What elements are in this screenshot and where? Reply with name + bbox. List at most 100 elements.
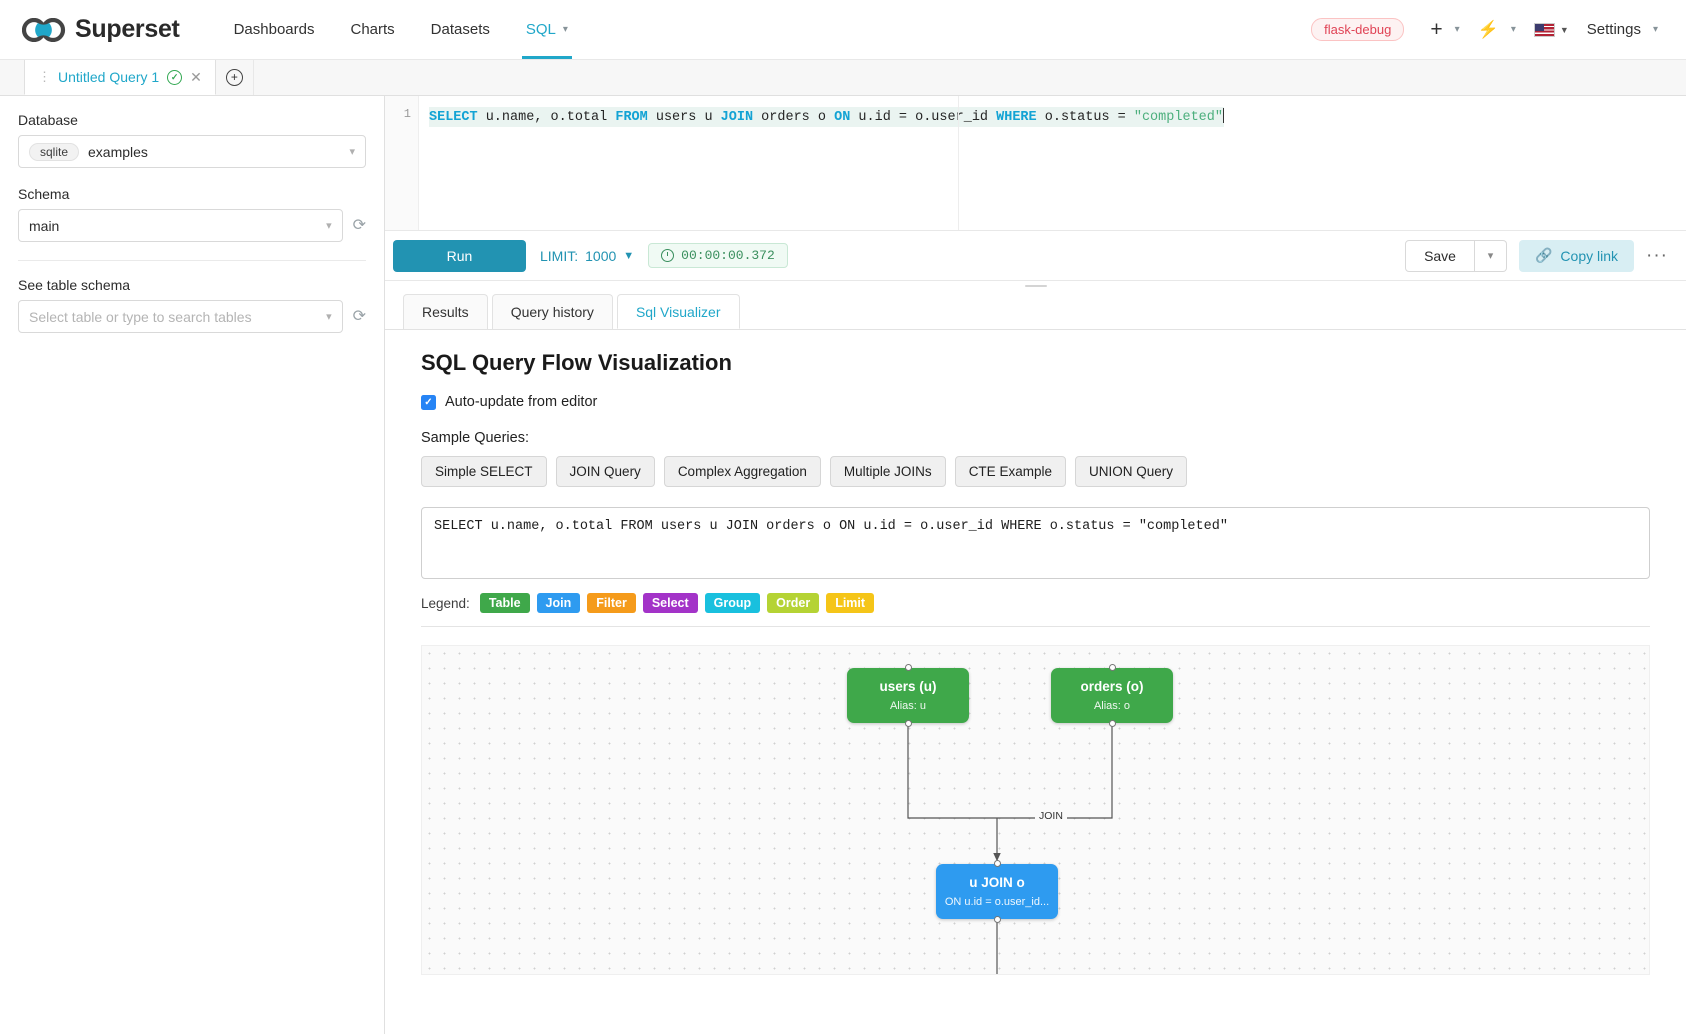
- sample-query-buttons: Simple SELECT JOIN Query Complex Aggregati…: [421, 456, 1650, 487]
- table-search-input[interactable]: Select table or type to search tables ▾: [18, 300, 343, 333]
- node-handle-top[interactable]: [1108, 664, 1116, 671]
- nav-link-sql[interactable]: SQL ▾: [508, 0, 586, 59]
- code-token: JOIN: [720, 110, 754, 125]
- add-query-tab-button[interactable]: +: [215, 59, 254, 95]
- query-timer-badge: 00:00:00.372: [648, 243, 788, 268]
- run-button[interactable]: Run: [393, 239, 526, 272]
- sample-query-button-1[interactable]: JOIN Query: [555, 456, 655, 487]
- chevron-down-icon: ▾: [326, 220, 332, 232]
- editor-gutter: 1: [385, 96, 419, 230]
- legend-chip-group: Group: [704, 593, 761, 613]
- node-handle-top[interactable]: [993, 860, 1001, 867]
- schema-select[interactable]: main ▾: [18, 209, 343, 242]
- text-cursor: [1222, 108, 1224, 123]
- sample-query-button-3[interactable]: Multiple JOINs: [829, 456, 946, 487]
- nav-label: Dashboards: [233, 21, 315, 38]
- refresh-tables-icon[interactable]: ⟳: [352, 307, 366, 325]
- table-search-placeholder: Select table or type to search tables: [29, 308, 252, 325]
- right-panel: 1 SELECT u.name, o.total FROM users u JO…: [385, 96, 1686, 1034]
- chevron-down-icon: ▼: [1559, 24, 1569, 35]
- sample-query-button-2[interactable]: Complex Aggregation: [663, 456, 821, 487]
- panel-divider: [18, 260, 366, 261]
- node-handle-bottom[interactable]: [904, 720, 912, 727]
- sql-visualizer-panel: SQL Query Flow Visualization ✓ Auto-upda…: [385, 330, 1686, 1034]
- timer-value: 00:00:00.372: [681, 248, 775, 263]
- node-handle-bottom[interactable]: [993, 916, 1001, 923]
- copy-link-button[interactable]: 🔗 Copy link: [1518, 239, 1635, 272]
- body-split: Database sqlite examples ▾ Schema main ▾…: [0, 96, 1686, 1034]
- table-schema-label: See table schema: [18, 277, 131, 293]
- node-handle-bottom[interactable]: [1108, 720, 1116, 727]
- database-engine-pill: sqlite: [29, 142, 80, 161]
- auto-update-checkbox[interactable]: ✓: [421, 394, 436, 410]
- schema-select-row: main ▾ ⟳: [18, 209, 366, 242]
- result-tab-bar: Results Query history Sql Visualizer: [385, 290, 1686, 330]
- navbar-right-group: flask-debug + ▾ ⚡ ▾ ▼ Settings ▾: [1311, 15, 1664, 44]
- query-tab-label: Untitled Query 1: [58, 69, 160, 85]
- more-options-icon[interactable]: ···: [1646, 245, 1668, 266]
- tab-sql-visualizer[interactable]: Sql Visualizer: [616, 294, 740, 329]
- quick-actions-button[interactable]: ⚡ ▾: [1472, 17, 1522, 42]
- chevron-down-icon: ▾: [1454, 24, 1460, 35]
- database-label: Database: [18, 112, 78, 128]
- settings-menu[interactable]: Settings ▾: [1581, 17, 1664, 42]
- debug-badge: flask-debug: [1311, 18, 1405, 41]
- tab-label: Query history: [510, 304, 594, 320]
- auto-update-label: Auto-update from editor: [445, 394, 598, 410]
- brand-logo-group[interactable]: Superset: [22, 15, 180, 44]
- us-flag-icon: [1533, 22, 1555, 37]
- sample-queries-label: Sample Queries:: [421, 430, 529, 446]
- chevron-down-icon: ▾: [349, 146, 355, 158]
- bolt-icon: ⚡: [1477, 20, 1499, 39]
- line-number: 1: [403, 107, 411, 121]
- nav-label: SQL: [525, 21, 556, 38]
- query-tab-untitled-query-1[interactable]: ⋮ Untitled Query 1 ✓ ✕: [24, 59, 216, 95]
- refresh-schema-icon[interactable]: ⟳: [352, 216, 366, 234]
- chevron-down-icon: ▾: [562, 24, 568, 35]
- chevron-down-icon: ▾: [326, 311, 332, 323]
- brand-name: Superset: [75, 15, 180, 43]
- code-token: o.status =: [1036, 110, 1134, 125]
- close-icon[interactable]: ✕: [190, 68, 202, 85]
- sql-editor[interactable]: 1 SELECT u.name, o.total FROM users u JO…: [385, 96, 1686, 231]
- sample-query-button-0[interactable]: Simple SELECT: [421, 456, 547, 487]
- database-select[interactable]: sqlite examples ▾: [18, 135, 366, 168]
- legend-chip-order: Order: [767, 593, 820, 613]
- table-select-row: Select table or type to search tables ▾ …: [18, 300, 366, 333]
- nav-link-charts[interactable]: Charts: [332, 0, 412, 59]
- code-token: SELECT: [429, 110, 478, 125]
- limit-value: 1000: [585, 247, 617, 264]
- sample-query-button-5[interactable]: UNION Query: [1074, 456, 1187, 487]
- nav-link-datasets[interactable]: Datasets: [413, 0, 508, 59]
- nav-link-dashboards[interactable]: Dashboards: [216, 0, 333, 59]
- flow-node-orders[interactable]: orders (o)Alias: o: [1051, 664, 1173, 727]
- superset-logo-icon: [22, 17, 66, 42]
- chevron-down-icon: ▾: [1487, 250, 1494, 262]
- sample-query-button-4[interactable]: CTE Example: [954, 456, 1066, 487]
- add-new-button[interactable]: + ▾: [1424, 15, 1465, 44]
- query-flow-canvas[interactable]: JOIN users (u)Alias: u orders (o)Alias: o u…: [421, 645, 1650, 975]
- save-button[interactable]: Save: [1405, 239, 1475, 272]
- save-dropdown-button[interactable]: ▾: [1474, 239, 1507, 272]
- flow-node-users[interactable]: users (u)Alias: u: [847, 664, 969, 727]
- limit-dropdown[interactable]: LIMIT: 1000 ▼: [540, 248, 634, 264]
- editor-toolbar: Run LIMIT: 1000 ▼ 00:00:00.372 Save ▾ 🔗: [385, 231, 1686, 281]
- node-handle-top[interactable]: [904, 664, 912, 671]
- top-navbar: Superset Dashboards Charts Datasets SQL …: [0, 0, 1686, 60]
- language-selector[interactable]: ▼: [1528, 19, 1575, 41]
- drag-handle-icon[interactable]: ⋮: [38, 69, 51, 84]
- editor-code-area[interactable]: SELECT u.name, o.total FROM users u JOIN…: [419, 96, 1686, 230]
- flow-node-title: users (u): [879, 678, 937, 694]
- code-token: users u: [647, 110, 721, 125]
- schema-value: main: [29, 217, 60, 234]
- tab-query-history[interactable]: Query history: [491, 294, 613, 329]
- toolbar-right-group: Save ▾ 🔗 Copy link ···: [1405, 239, 1668, 272]
- pane-resize-handle[interactable]: [385, 281, 1686, 290]
- tab-results[interactable]: Results: [403, 294, 488, 329]
- code-token: u.name, o.total: [477, 110, 616, 125]
- flow-node-title: u JOIN o: [969, 874, 1025, 890]
- edge-label-join: JOIN: [1035, 810, 1067, 822]
- editor-guide-line: [958, 96, 959, 230]
- query-input-textarea[interactable]: [421, 507, 1650, 579]
